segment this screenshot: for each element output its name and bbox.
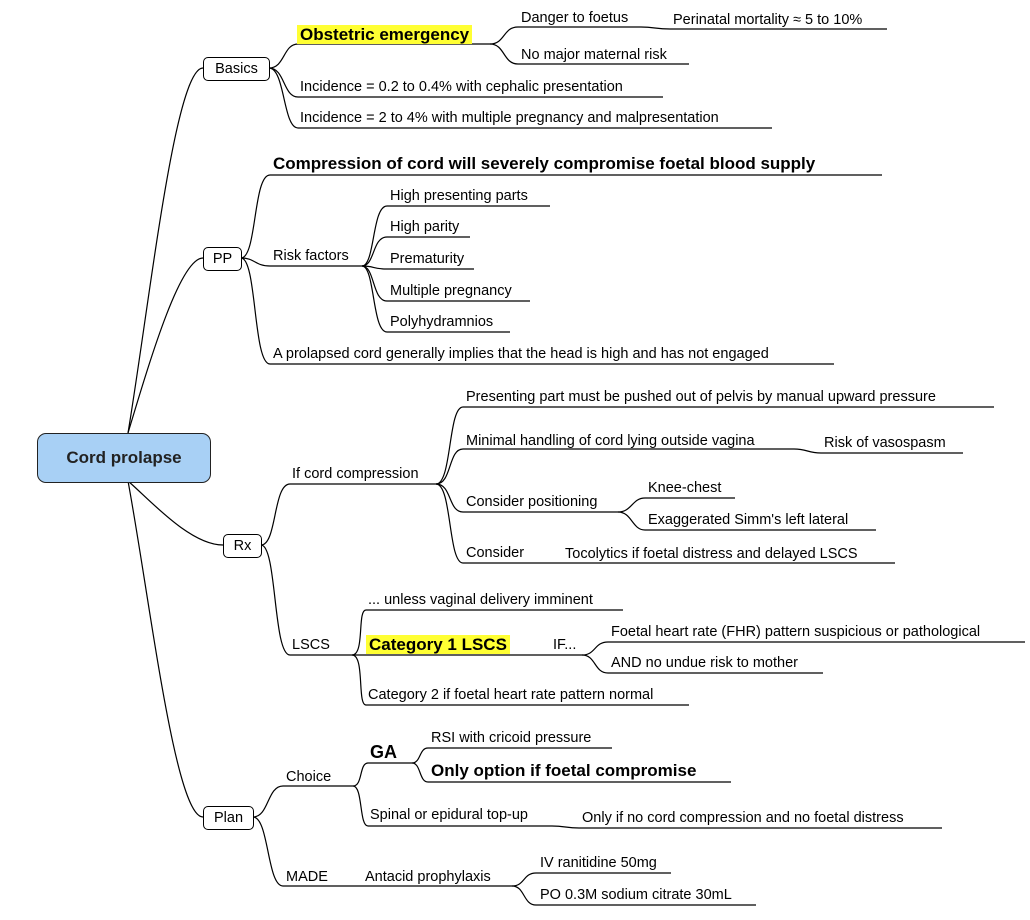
risk-factor-item[interactable]: Multiple pregnancy <box>390 283 512 299</box>
incidence-cephalic-topic[interactable]: Incidence = 0.2 to 0.4% with cephalic pr… <box>300 79 623 95</box>
risk-factor-item[interactable]: Polyhydramnios <box>390 314 494 330</box>
category-2-topic[interactable]: Category 2 if foetal heart rate pattern … <box>368 687 654 703</box>
if-cord-compression-topic[interactable]: If cord compression <box>292 466 419 482</box>
rsi-topic[interactable]: RSI with cricoid pressure <box>431 730 592 746</box>
incidence-multiple-topic[interactable]: Incidence = 2 to 4% with multiple pregna… <box>300 110 719 126</box>
choice-topic[interactable]: Choice <box>286 769 332 785</box>
category-1-lscs-topic[interactable]: Category 1 LSCS <box>366 635 510 654</box>
knee-chest-topic[interactable]: Knee-chest <box>648 480 722 496</box>
danger-to-foetus-topic[interactable]: Danger to foetus <box>521 10 629 26</box>
risk-factors-topic[interactable]: Risk factors <box>273 248 349 264</box>
root-node[interactable]: Cord prolapse <box>37 433 211 483</box>
risk-factor-item[interactable]: Prematurity <box>390 251 465 267</box>
branch-rx[interactable]: Rx <box>223 534 262 558</box>
tocolytics-topic[interactable]: Tocolytics if foetal distress and delaye… <box>565 546 858 562</box>
simms-lateral-topic[interactable]: Exaggerated Simm's left lateral <box>648 512 849 528</box>
head-high-topic[interactable]: A prolapsed cord generally implies that … <box>273 346 769 362</box>
cord-compression-topic[interactable]: Compression of cord will severely compro… <box>273 154 816 173</box>
perinatal-mortality-topic[interactable]: Perinatal mortality ≈ 5 to 10% <box>673 12 863 28</box>
risk-factor-item[interactable]: High parity <box>390 219 460 235</box>
spinal-epidural-topic[interactable]: Spinal or epidural top-up <box>370 807 528 823</box>
unless-vaginal-topic[interactable]: ... unless vaginal delivery imminent <box>368 592 593 608</box>
branch-plan[interactable]: Plan <box>203 806 254 830</box>
branch-basics[interactable]: Basics <box>203 57 270 81</box>
antacid-topic[interactable]: Antacid prophylaxis <box>365 869 491 885</box>
only-option-topic[interactable]: Only option if foetal compromise <box>431 761 697 780</box>
only-if-topic[interactable]: Only if no cord compression and no foeta… <box>582 810 904 826</box>
branch-pp[interactable]: PP <box>203 247 242 271</box>
no-undue-risk-topic[interactable]: AND no undue risk to mother <box>611 655 798 671</box>
vasospasm-topic[interactable]: Risk of vasospasm <box>824 435 946 451</box>
if-topic[interactable]: IF... <box>553 637 577 653</box>
lscs-topic[interactable]: LSCS <box>292 637 330 653</box>
consider-topic[interactable]: Consider <box>466 545 525 561</box>
positioning-topic[interactable]: Consider positioning <box>466 494 598 510</box>
made-topic[interactable]: MADE <box>286 869 328 885</box>
push-out-topic[interactable]: Presenting part must be pushed out of pe… <box>466 389 936 405</box>
ga-topic[interactable]: GA <box>370 742 397 762</box>
risk-factor-item[interactable]: High presenting parts <box>390 188 528 204</box>
minimal-handling-topic[interactable]: Minimal handling of cord lying outside v… <box>466 433 755 449</box>
no-maternal-risk-topic[interactable]: No major maternal risk <box>521 47 667 63</box>
ranitidine-topic[interactable]: IV ranitidine 50mg <box>540 855 657 871</box>
sodium-citrate-topic[interactable]: PO 0.3M sodium citrate 30mL <box>540 887 732 903</box>
fhr-pattern-topic[interactable]: Foetal heart rate (FHR) pattern suspicio… <box>611 624 981 640</box>
obstetric-emergency-topic[interactable]: Obstetric emergency <box>297 25 473 44</box>
